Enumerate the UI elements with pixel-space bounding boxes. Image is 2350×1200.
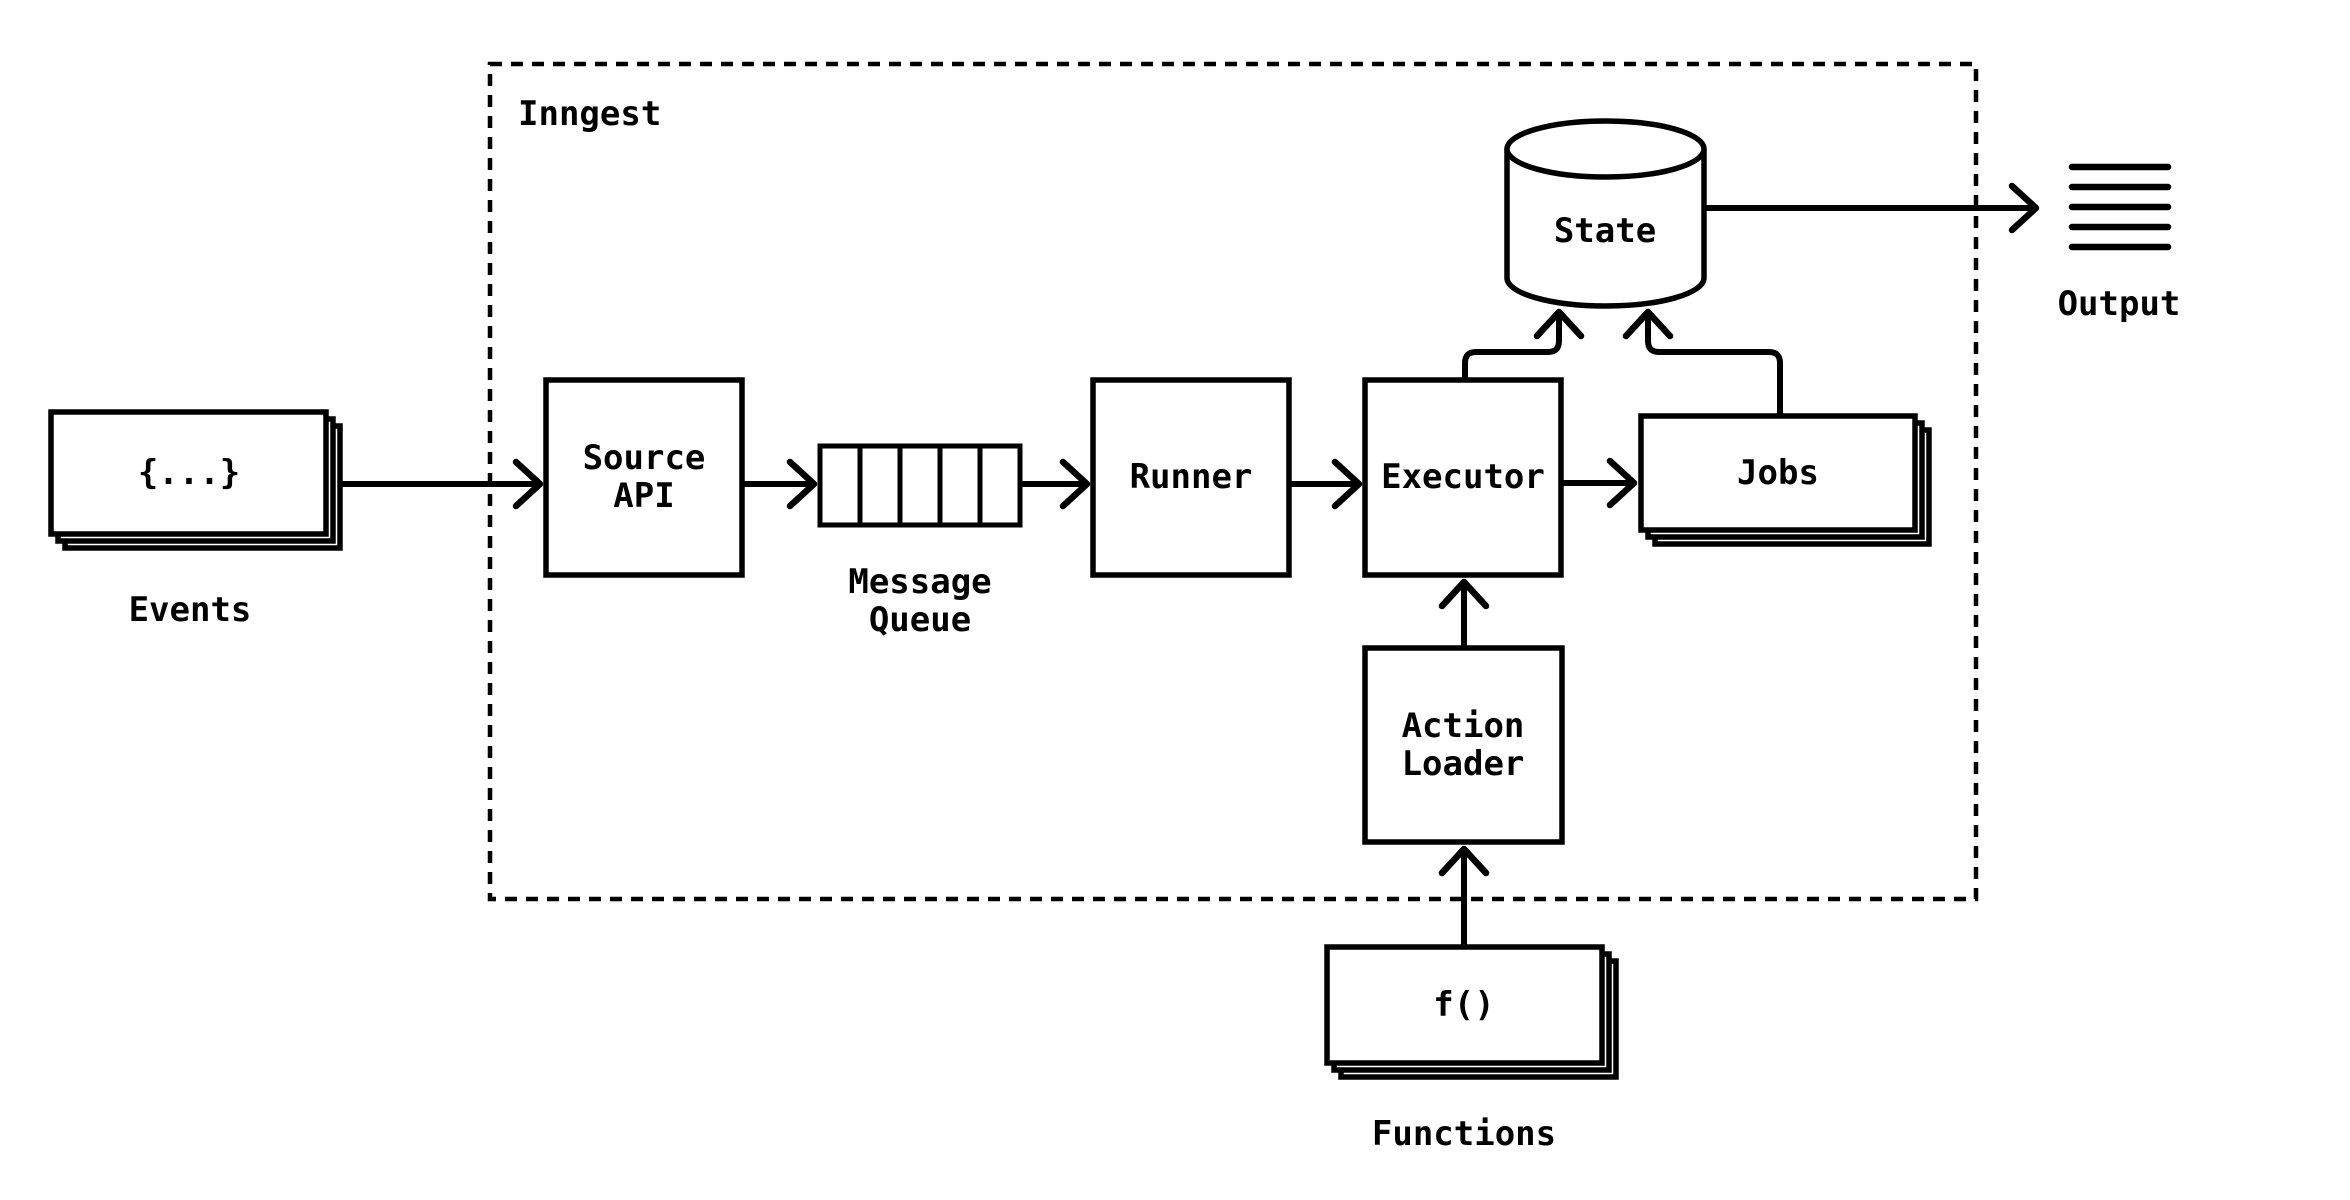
- executor-label: Executor: [1381, 457, 1545, 497]
- functions-symbol: f(): [1433, 985, 1495, 1025]
- message-queue-shape: [817, 443, 1023, 528]
- source-api-label-line2: API: [613, 476, 675, 516]
- events-caption: Events: [128, 590, 252, 630]
- arrow-executor-to-state: [1462, 308, 1585, 380]
- jobs-label: Jobs: [1737, 453, 1819, 493]
- output-caption: Output: [2057, 284, 2181, 324]
- source-api-label: Source API: [583, 439, 706, 515]
- state-label: State: [1553, 211, 1657, 251]
- source-api-box: [543, 377, 745, 578]
- events-symbol: {...}: [137, 453, 241, 493]
- message-queue-caption: Message Queue: [848, 563, 991, 639]
- output-icon: [2068, 163, 2172, 251]
- action-loader-label-line2: Loader: [1401, 744, 1525, 784]
- action-loader-box: [1362, 645, 1565, 845]
- functions-stack: [1324, 944, 1619, 1080]
- source-api-label-line1: Source: [582, 438, 706, 478]
- action-loader-label: Action Loader: [1402, 707, 1525, 783]
- action-loader-label-line1: Action: [1401, 706, 1525, 746]
- executor-box: [1362, 377, 1564, 578]
- runner-label: Runner: [1129, 457, 1253, 497]
- arrow-jobs-to-state: [1622, 308, 1783, 416]
- functions-caption: Functions: [1371, 1114, 1557, 1154]
- events-stack: [48, 409, 343, 551]
- runner-box: [1090, 377, 1292, 578]
- state-cylinder: [1504, 118, 1707, 309]
- message-queue-caption-line1: Message: [848, 562, 992, 602]
- message-queue-caption-line2: Queue: [868, 600, 972, 640]
- inngest-title: Inngest: [518, 94, 662, 134]
- jobs-stack: [1638, 413, 1932, 547]
